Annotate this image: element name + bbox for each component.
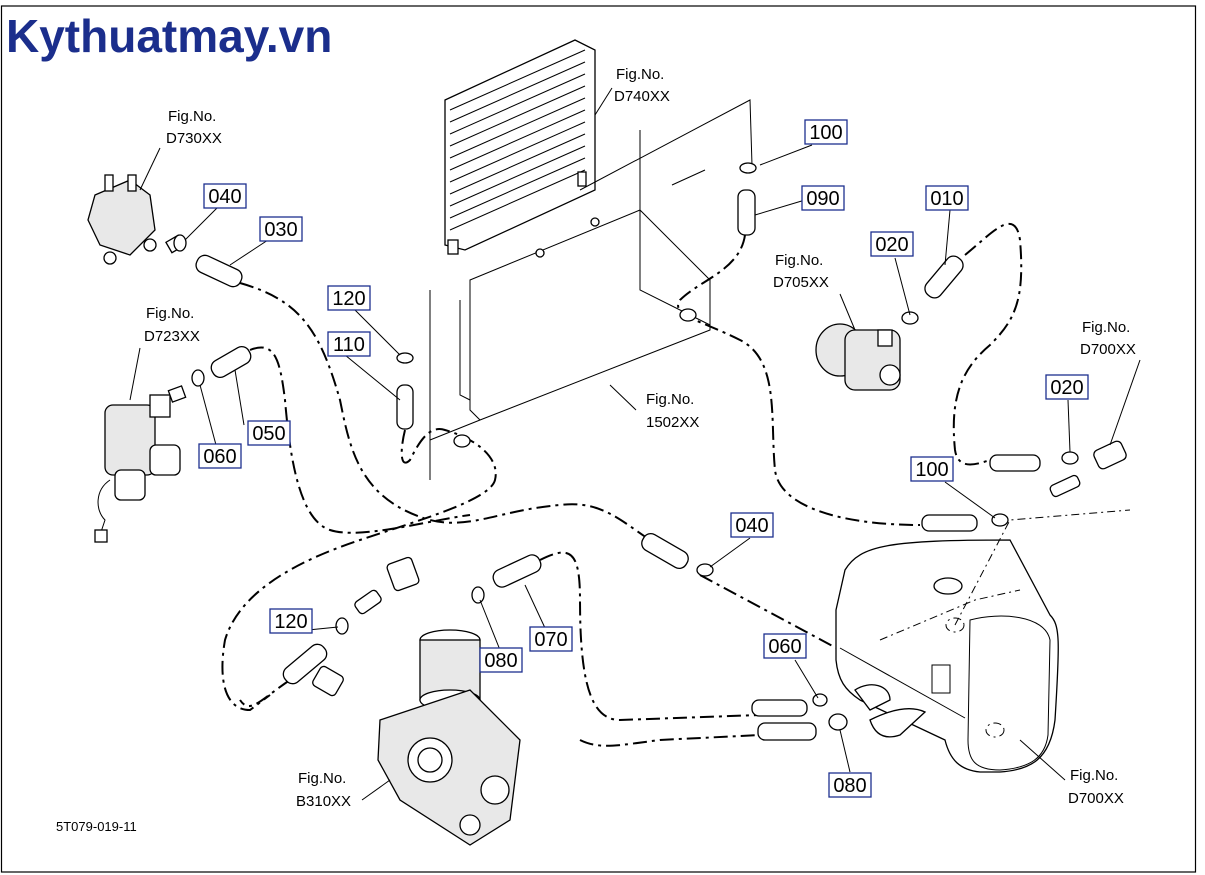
part-label-100-right-text: 100 xyxy=(915,459,948,481)
part-label-120-top-text: 120 xyxy=(332,288,365,310)
fig-ref-d730-line2: D730XX xyxy=(166,130,222,147)
part-label-050[interactable]: 050 xyxy=(247,420,291,446)
fig-ref-d740-line2: D740XX xyxy=(614,88,670,105)
part-label-070-text: 070 xyxy=(534,629,567,651)
hydraulic-tank xyxy=(835,509,1131,773)
part-label-120-top[interactable]: 120 xyxy=(327,285,371,311)
part-label-020-mid[interactable]: 020 xyxy=(870,231,914,257)
part-label-080-mid[interactable]: 080 xyxy=(479,647,523,673)
fig-ref-d723-line1: Fig.No. xyxy=(146,305,194,322)
pipe-080-run xyxy=(579,734,761,747)
part-label-020-right-text: 020 xyxy=(1050,377,1083,399)
fig-ref-d705-line1: Fig.No. xyxy=(775,252,823,269)
diagram-frame xyxy=(0,5,1197,873)
part-label-030[interactable]: 030 xyxy=(259,216,303,242)
hose-parts xyxy=(173,162,1127,741)
part-label-040-mid[interactable]: 040 xyxy=(730,512,774,538)
fig-ref-d705: Fig.No. D705XX xyxy=(773,252,829,291)
part-label-010[interactable]: 010 xyxy=(925,185,969,211)
fig-ref-d730-line1: Fig.No. xyxy=(168,108,216,125)
fig-ref-d740-line1: Fig.No. xyxy=(616,66,664,83)
part-label-070[interactable]: 070 xyxy=(529,626,573,652)
pipe-030-run xyxy=(239,282,651,541)
fig-ref-d700-top: Fig.No. D700XX xyxy=(1080,319,1136,358)
fig-ref-d700-bottom-line1: Fig.No. xyxy=(1070,767,1118,784)
oil-cooler xyxy=(444,39,596,255)
pipes xyxy=(221,223,1023,747)
fig-ref-d700-bottom: Fig.No. D700XX xyxy=(1068,767,1124,807)
fig-ref-b310-line2: B310XX xyxy=(296,793,351,810)
part-label-040-mid-text: 040 xyxy=(735,515,768,537)
fig-ref-d740: Fig.No. D740XX xyxy=(614,66,670,105)
fig-ref-1502-line1: Fig.No. xyxy=(646,391,694,408)
brand-watermark: Kythuatmay.vn xyxy=(6,10,332,62)
frame-panel xyxy=(429,99,753,480)
pipe-010-run xyxy=(952,223,1023,466)
part-labels: 040 030 100 090 010 020 120 110 xyxy=(198,119,1089,798)
part-label-080-bottom-text: 080 xyxy=(833,775,866,797)
part-label-120-bottom[interactable]: 120 xyxy=(269,608,313,634)
part-label-090[interactable]: 090 xyxy=(801,185,845,211)
part-label-050-text: 050 xyxy=(252,423,285,445)
fig-ref-d700-top-line1: Fig.No. xyxy=(1082,319,1130,336)
fig-ref-1502-line2: 1502XX xyxy=(646,414,699,431)
fig-ref-d700-top-line2: D700XX xyxy=(1080,341,1136,358)
part-label-040-top[interactable]: 040 xyxy=(203,183,247,209)
part-label-080-mid-text: 080 xyxy=(484,650,517,672)
hydraulic-pump-b310 xyxy=(377,629,521,846)
pipe-110-run xyxy=(221,428,497,712)
gear-pump-d705 xyxy=(815,323,901,391)
fig-ref-b310: Fig.No. B310XX xyxy=(296,770,351,810)
part-label-040-top-text: 040 xyxy=(208,186,241,208)
fig-ref-b310-line1: Fig.No. xyxy=(298,770,346,787)
control-valve-d730 xyxy=(87,174,185,265)
part-label-090-text: 090 xyxy=(806,188,839,210)
part-label-010-text: 010 xyxy=(930,188,963,210)
fig-ref-d723: Fig.No. D723XX xyxy=(144,305,200,345)
diagram-code: 5T079-019-11 xyxy=(56,819,137,834)
part-label-060-bottom[interactable]: 060 xyxy=(763,633,807,659)
part-label-060-bottom-text: 060 xyxy=(768,636,801,658)
fig-ref-d700-bottom-line2: D700XX xyxy=(1068,790,1124,807)
part-label-110[interactable]: 110 xyxy=(327,331,371,357)
part-label-100-top-text: 100 xyxy=(809,122,842,144)
pipe-090-run xyxy=(677,234,921,526)
part-label-030-text: 030 xyxy=(264,219,297,241)
part-label-080-bottom[interactable]: 080 xyxy=(828,772,872,798)
fig-ref-1502: Fig.No. 1502XX xyxy=(646,391,699,431)
part-label-120-bottom-text: 120 xyxy=(274,611,307,633)
valve-d723 xyxy=(94,385,187,543)
part-label-110-text: 110 xyxy=(333,334,365,356)
part-label-100-right[interactable]: 100 xyxy=(910,456,954,482)
part-label-060-left[interactable]: 060 xyxy=(198,443,242,469)
part-label-060-left-text: 060 xyxy=(203,446,236,468)
part-label-100-top[interactable]: 100 xyxy=(804,119,848,145)
fig-ref-d723-line2: D723XX xyxy=(144,328,200,345)
pipe-120-run xyxy=(239,679,291,707)
leader-lines xyxy=(129,87,1141,801)
figure-references: Fig.No. D730XX Fig.No. D740XX Fig.No. D7… xyxy=(144,66,1136,810)
part-label-020-right[interactable]: 020 xyxy=(1045,374,1089,400)
part-label-020-mid-text: 020 xyxy=(875,234,908,256)
fig-ref-d705-line2: D705XX xyxy=(773,274,829,291)
pipe-070-run xyxy=(539,551,761,722)
fig-ref-d730: Fig.No. D730XX xyxy=(166,108,222,147)
